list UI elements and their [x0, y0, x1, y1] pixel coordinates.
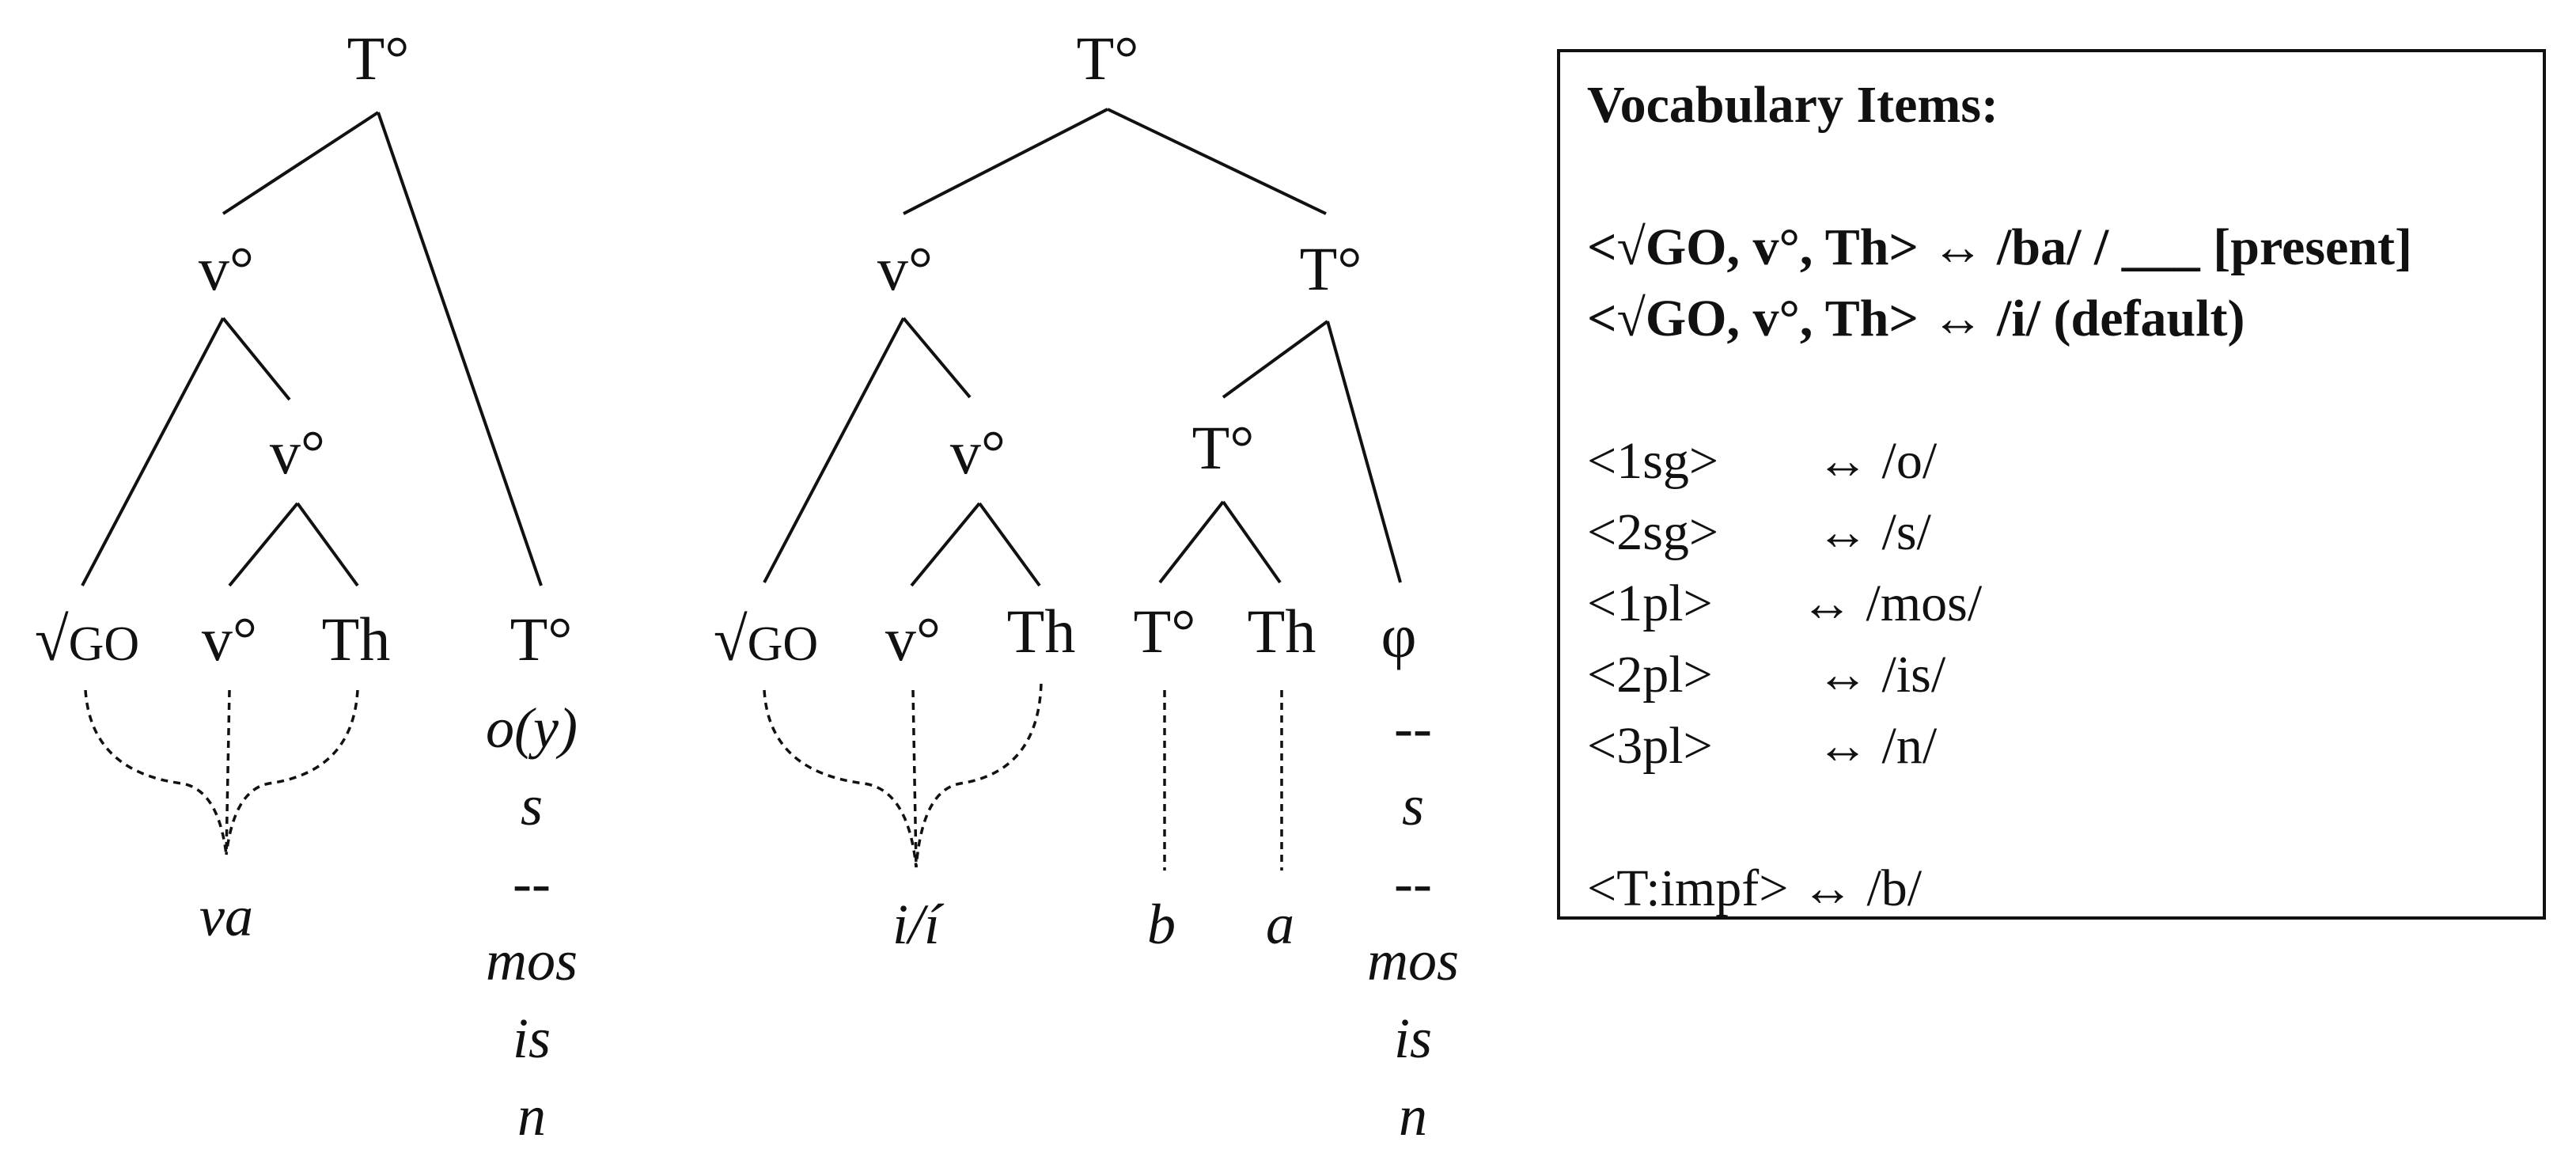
- right-edge-t-phi: [1326, 321, 1402, 583]
- left-edge-v-vlower: [222, 317, 291, 401]
- right-edge-vlower-th: [978, 502, 1041, 587]
- vocab-feature: <2sg>: [1587, 503, 1719, 561]
- right-leaf-phi: φ: [1381, 601, 1416, 670]
- right-leaf-v: v°: [885, 605, 941, 673]
- left-agr-2pl: is: [513, 1007, 551, 1070]
- right-agr-3sg: --: [1394, 852, 1432, 915]
- vocab-spacer: [1587, 782, 2543, 853]
- vocab-tense-rule: <T:impf> ↔ /b/: [1587, 859, 1923, 917]
- vocab-rule-default: <√GO, v°, Th> ↔ /i/ (default): [1587, 290, 2245, 347]
- right-edge-v-vlower: [902, 317, 972, 399]
- right-fusion-root: [763, 689, 918, 868]
- left-leaf-t: T°: [510, 605, 573, 673]
- left-agr-1pl: mos: [486, 929, 578, 992]
- left-fusion-th: [225, 689, 359, 855]
- vocab-exponent: ↔ /o/: [1816, 432, 1938, 490]
- left-edge-vlower-th: [296, 502, 359, 587]
- left-root-label: T°: [347, 24, 410, 93]
- vocab-spacer: [1587, 355, 2543, 426]
- right-leaf-th2: Th: [1248, 597, 1316, 666]
- left-tree: T° v° v° √GO v° Th T° va o(y) s -- mos i…: [35, 24, 578, 1148]
- vocab-agr-2pl: <2pl> ↔ /is/: [1587, 639, 2543, 711]
- left-leaf-th: Th: [322, 605, 391, 673]
- vocab-rule-present: <√GO, v°, Th> ↔ /ba/ / ___ [present]: [1587, 218, 2412, 276]
- vocab-title: Vocabulary Items:: [1587, 76, 1999, 134]
- vocab-feature: <1sg>: [1587, 432, 1719, 490]
- right-leaf-root: √GO: [714, 605, 818, 673]
- vocab-agr-3pl: <3pl> ↔ /n/: [1587, 711, 2543, 782]
- right-agr-1sg: --: [1394, 696, 1432, 760]
- right-leaf-t: T°: [1134, 597, 1196, 666]
- left-agr-3sg: --: [513, 852, 551, 915]
- vocab-feature: <3pl>: [1587, 717, 1713, 775]
- left-v-lower-label: v°: [270, 418, 325, 487]
- right-v-upper-label: v°: [877, 234, 933, 303]
- left-fusion-root: [84, 689, 228, 855]
- right-edge-root-t: [1107, 108, 1327, 215]
- right-t-low-label: T°: [1192, 413, 1255, 482]
- left-leaf-root: √GO: [35, 605, 139, 673]
- right-root-label: T°: [1077, 24, 1139, 93]
- left-edge-root-v: [222, 111, 380, 215]
- vocab-feature: <1pl>: [1587, 575, 1713, 632]
- right-t-mid-label: T°: [1300, 234, 1362, 303]
- right-th-exponent: a: [1266, 893, 1294, 956]
- right-t-exponent: b: [1147, 893, 1176, 956]
- right-agr-2pl: is: [1394, 1007, 1432, 1070]
- left-leaf-v: v°: [202, 605, 257, 673]
- left-v-upper-label: v°: [199, 234, 254, 303]
- left-fusion-v: [225, 689, 231, 855]
- vocab-exponent: ↔ /s/: [1816, 503, 1931, 561]
- right-fusion-th: [915, 683, 1043, 868]
- left-agr-2sg: s: [521, 774, 543, 837]
- vocab-agr-1sg: <1sg> ↔ /o/: [1587, 426, 2543, 497]
- vocab-agr-1pl: <1pl> ↔ /mos/: [1587, 568, 2543, 639]
- right-edge-tlow-th: [1222, 500, 1282, 584]
- right-edge-vlower-v: [910, 502, 981, 587]
- vocabulary-box: Vocabulary Items: <√GO, v°, Th> ↔ /ba/ /…: [1557, 49, 2546, 920]
- left-edge-v-root: [81, 317, 225, 586]
- right-tree: T° v° T° v° T° √GO v° Th T° Th φ i/í b a…: [714, 24, 1459, 1148]
- right-stem-exponent: i/í: [892, 893, 945, 956]
- left-agr-3pl: n: [517, 1084, 546, 1148]
- vocab-exponent: ↔ /is/: [1816, 646, 1946, 704]
- right-edge-tlow-t: [1158, 500, 1225, 584]
- vocab-spacer: [1587, 141, 2543, 212]
- vocab-exponent: ↔ /n/: [1816, 717, 1938, 775]
- right-edge-t-tlow: [1222, 320, 1329, 399]
- right-agr-1pl: mos: [1367, 929, 1459, 992]
- right-edge-v-root: [763, 317, 905, 583]
- left-edge-vlower-v: [228, 502, 299, 587]
- right-agr-2sg: s: [1402, 774, 1424, 837]
- left-stem-exponent: va: [199, 885, 253, 948]
- right-agr-3pl: n: [1399, 1084, 1427, 1148]
- right-edge-root-v: [903, 108, 1108, 215]
- left-edge-root-t: [377, 112, 543, 586]
- left-agr-1sg: o(y): [486, 696, 578, 760]
- vocab-agr-2sg: <2sg> ↔ /s/: [1587, 497, 2543, 568]
- right-fusion-v: [911, 689, 918, 868]
- right-v-lower-label: v°: [950, 418, 1006, 487]
- vocab-feature: <2pl>: [1587, 646, 1713, 704]
- right-leaf-th: Th: [1007, 597, 1076, 666]
- vocab-exponent: ↔ /mos/: [1801, 575, 1983, 632]
